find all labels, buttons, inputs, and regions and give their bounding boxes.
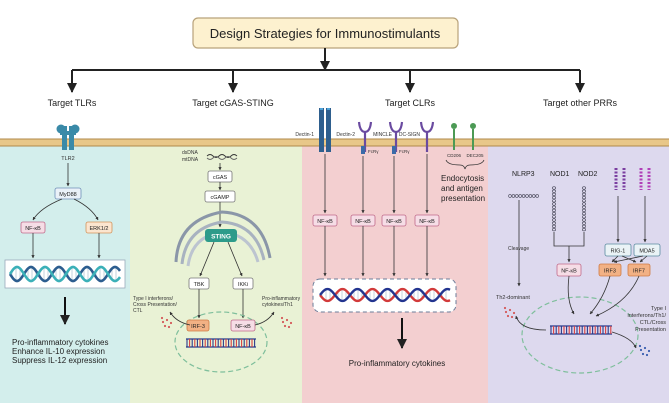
tlr-output-line-3: Suppress IL-12 expression: [12, 356, 107, 365]
clr-nfkb-label-1: NF-κB: [317, 219, 333, 225]
mincle-label: MINCLE: [373, 132, 393, 138]
clr-nfkb-label-4: NF-κB: [419, 219, 435, 225]
cgas-label: cGAS: [213, 175, 228, 181]
sting-nfkb-label: NF-κB: [235, 324, 251, 330]
clr-nfkb-label-3: NF-κB: [386, 219, 402, 225]
dec205-receptor-icon: [470, 123, 476, 150]
tbk-label: TBK: [194, 282, 205, 288]
sting-nucleus: [174, 311, 268, 373]
prr-irf7-label: IRF7: [633, 269, 645, 275]
cell-membrane: [0, 139, 669, 146]
cgamp-label: cGAMP: [211, 195, 230, 201]
prr-nfkb-label: NF-κB: [561, 269, 577, 275]
endocytosis-line-3: presentation: [441, 194, 485, 203]
sting-left-output-2: Cross Presentation/: [133, 302, 178, 308]
sting-left-output-3: CTL: [133, 308, 143, 314]
tlr-output-line-2: Enhance IL-10 expression: [12, 347, 105, 356]
cleavage-label: Cleavage: [508, 246, 529, 252]
mtdna-label: mtDNA: [182, 157, 199, 163]
cd206-label: CD206: [447, 153, 462, 158]
branch-label-sting: Target cGAS-STING: [192, 98, 274, 108]
cd206-receptor-icon: [451, 123, 457, 150]
tlr-dna-helix: [8, 265, 122, 283]
tlr-nfkb-label: NF-κB: [25, 226, 41, 232]
sting-label: STING: [211, 234, 231, 241]
diagram-title: Design Strategies for Immunostimulants: [210, 26, 441, 41]
erk-label: ERK1/2: [90, 226, 109, 232]
sting-left-output-1: Type I interferons/: [133, 296, 174, 302]
endocytosis-line-1: Endocytosis: [441, 174, 484, 183]
nod1-label: NOD1: [550, 171, 570, 178]
sting-irf3-label: IRF-3: [191, 324, 205, 330]
prr-dna-barcode: [550, 325, 612, 335]
clr-dna-box: [312, 278, 457, 313]
sting-dna-barcode: [186, 338, 256, 348]
clr-output: Pro-inflammatory cytokines: [349, 359, 445, 368]
endocytosis-line-2: and antigen: [441, 184, 483, 193]
dectin1-label: Dectin-1: [295, 132, 314, 138]
endocytosis-brace: [445, 159, 485, 170]
sting-box: [205, 229, 237, 242]
nod2-label: NOD2: [578, 171, 598, 178]
nod-protein-icon: [552, 186, 586, 232]
th2-label: Th2-dominant: [496, 295, 530, 301]
branch-label-prr: Target other PRRs: [543, 98, 618, 108]
tlr2-label: TLR2: [61, 156, 74, 162]
prr-nucleus: [521, 296, 639, 374]
nlrp3-protein-icon: [508, 194, 539, 198]
th2-cytokine-particles-icon: [503, 306, 516, 319]
dsdna-strand-icon: [206, 154, 238, 158]
prr-output-line-4: Presentation: [635, 327, 666, 333]
myd88-box: [54, 187, 82, 200]
tlr2-receptor-icon: [56, 124, 80, 150]
tlr-output-line-1: Pro-inflammatory cytokines: [12, 338, 108, 347]
clr-nfkb-label-2: NF-κB: [355, 219, 371, 225]
fcry-label-1: FcRγ: [368, 149, 379, 154]
ikk-label: IKKi: [238, 282, 248, 288]
fcry-stub-2: [392, 146, 396, 154]
fcry-stub-1: [361, 146, 365, 154]
mda5-label: MDA5: [639, 249, 654, 255]
dectin2-label: Dectin-2: [336, 132, 355, 138]
sting-panel: [130, 146, 302, 403]
interferon-particles-icon: [160, 316, 173, 329]
branch-label-clr: Target CLRs: [385, 98, 436, 108]
mda5-box: [633, 243, 661, 257]
prr-output-line-2: interferons/Th1/: [627, 313, 666, 319]
prr-irf3-label: IRF3: [604, 269, 616, 275]
prr-output-line-3: CTL/Cross: [640, 320, 667, 326]
rig1-receptor-icon: [614, 168, 651, 190]
dcsign-receptor-icon: [419, 121, 435, 152]
branch-label-tlr: Target TLRs: [48, 98, 97, 108]
sting-right-output-2: cytokines/Th1: [262, 302, 293, 308]
dcsign-label: DC-SIGN: [399, 132, 421, 138]
prr-output-line-1: Type I: [651, 306, 666, 312]
dectin1-receptor-icon: [319, 108, 331, 152]
sting-right-output-1: Pro-inflammatory: [262, 296, 301, 302]
interferon-prr-particles-icon: [638, 344, 651, 357]
sting-irf3-box: [186, 319, 210, 332]
tree-connectors: [67, 48, 585, 93]
sting-nfkb-box: [230, 319, 256, 332]
dec205-label: DEC205: [466, 153, 484, 158]
fcry-label-2: FcRγ: [399, 149, 410, 154]
cytokine-particles-icon: [280, 316, 293, 329]
clr-dna-helix: [319, 287, 451, 303]
nlrp3-label: NLRP3: [512, 171, 535, 178]
dsdna-label: dsDNA: [182, 150, 199, 156]
myd88-label: MyD88: [59, 192, 76, 198]
rig1-label: RIG-1: [611, 249, 626, 255]
